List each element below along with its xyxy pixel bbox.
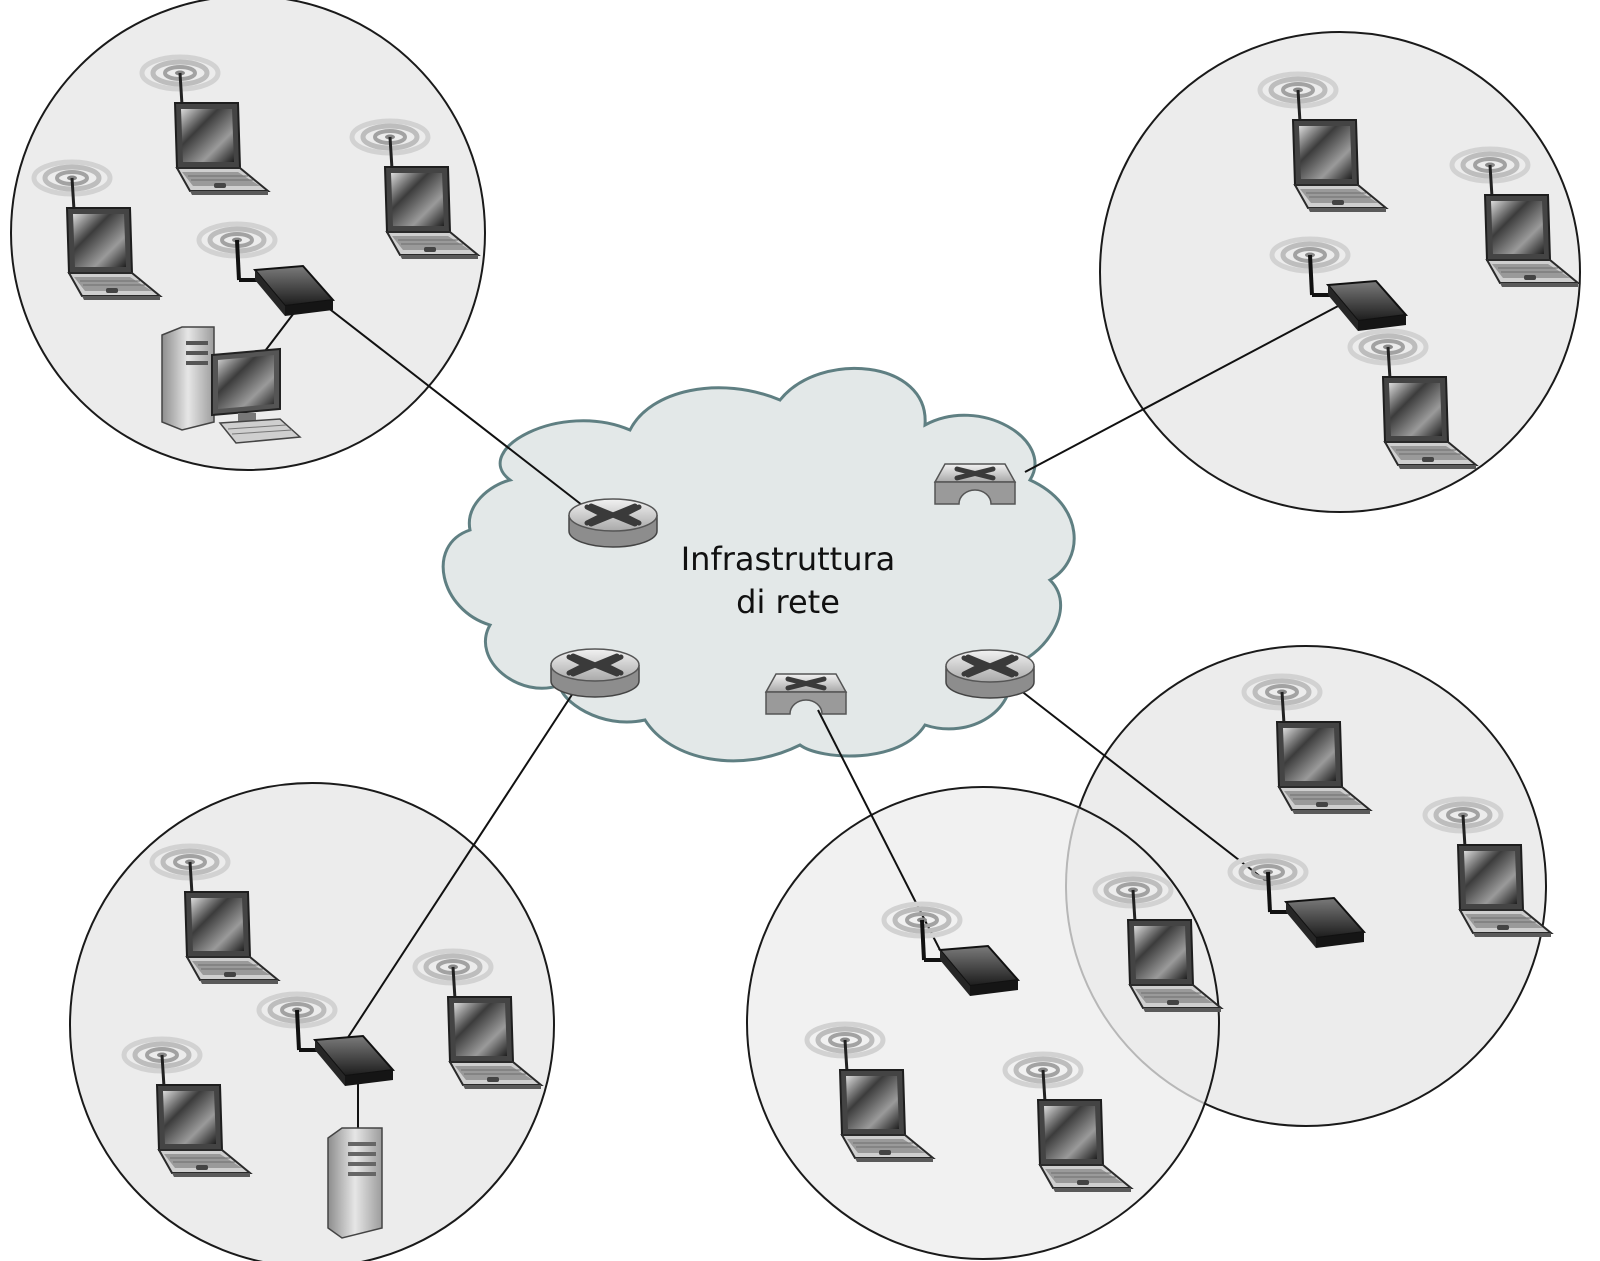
link-bottom-right (1019, 689, 1276, 889)
network-cloud: Infrastruttura di rete (441, 366, 1076, 763)
link-top-left (317, 299, 583, 506)
wireless-cell-top-right (1099, 31, 1581, 513)
cloud-label-line2: di rete (736, 583, 840, 621)
link-bottom-left (342, 689, 576, 1046)
link-top-right (1024, 304, 1341, 473)
router-icon (551, 649, 639, 697)
wireless-cell-bottom-right-a (746, 786, 1220, 1260)
cloud-label-line1: Infrastruttura (681, 540, 896, 578)
server-tower-icon (327, 1127, 383, 1239)
router-icon (569, 499, 657, 547)
router-icon (946, 650, 1034, 698)
